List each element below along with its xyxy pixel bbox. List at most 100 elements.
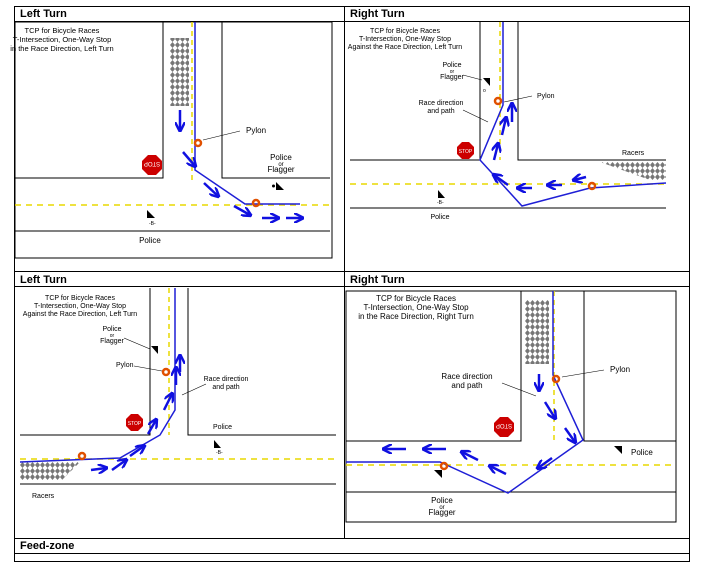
race-direction-label: Race direction and path [441,372,492,390]
road-edge [20,288,151,436]
pylon-label: Pylon [537,93,555,100]
caption-line: T-Intersection, One-Way Stop [13,35,112,44]
leader-line [462,74,483,81]
caption-line: TCP for Bicycle Races [25,26,100,35]
police-flagger-line: Police [270,153,292,162]
direction-arrow-icon [563,427,575,442]
police-flagger-line: or [110,333,115,339]
center-divider [344,6,345,538]
caption-line: Against the Race Direction, Left Turn [348,44,462,51]
stop-sign-icon: STOP [142,155,162,175]
leader-line [462,109,489,123]
police-flagger-line: Flagger [440,74,464,81]
direction-arrow-icon [146,420,156,435]
police-officer-icon [614,446,622,454]
row-divider-4 [14,538,690,539]
race-direction-line: and path [212,384,239,391]
pylon-icon [161,367,171,377]
row-divider-2 [14,271,690,272]
police-officer-icon [434,470,442,478]
leader-line [561,369,605,378]
direction-arrow-icon [462,452,479,462]
caption-line: TCP for Bicycle Races [370,28,440,35]
road-edge [15,22,164,179]
police-flagger-label: Police or Flagger [440,62,464,81]
race-direction-line: Race direction [204,376,249,383]
police-flagger-line: Flagger [100,338,124,345]
svg-text:-B-: -B- [149,221,156,227]
caption-line: T-Intersection, One-Way Stop [359,36,451,43]
police-officer-icon: -B- [437,190,445,206]
stop-sign-text: STOP [144,160,160,166]
svg-text:-B-: -B- [216,450,223,456]
pylon-label: Pylon [246,126,266,135]
leader-line [501,382,537,397]
row-divider-3 [14,286,690,287]
direction-arrow-icon [574,177,587,180]
diagram-caption: TCP for Bicycle Races T-Intersection, On… [358,294,474,321]
race-path [479,22,667,207]
police-flagger-label: Police or Flagger [428,496,455,517]
racers-hatch-icon [20,462,80,480]
caption-line: T-Intersection, One-Way Stop [34,303,126,310]
police-flagger-label: Police or Flagger [100,326,124,345]
direction-arrow-icon [490,466,507,476]
direction-arrow-icon [494,144,498,161]
police-label: Police [631,448,653,457]
caption-line: in the Race Direction, Right Turn [358,312,474,321]
police-flagger-line: or [439,505,444,511]
police-officer-icon: ο [483,78,490,94]
header-right-turn-bottom: Right Turn [350,274,405,286]
svg-text:ο: ο [483,88,486,94]
police-flagger-line: or [450,69,455,75]
direction-arrow-icon [538,456,553,468]
caption-line: TCP for Bicycle Races [376,294,456,303]
police-flagger-line: Police [442,62,461,69]
row-divider-5 [14,553,690,554]
direction-arrow-icon [162,394,172,411]
leader-line [123,337,151,350]
caption-line: TCP for Bicycle Races [45,295,115,302]
race-direction-line: and path [427,108,454,115]
race-path [194,22,300,205]
stop-sign-text: STOP [459,149,473,155]
stop-sign-icon: STOP [126,414,143,431]
pylon-icon [193,138,203,148]
race-direction-line: and path [451,381,482,390]
police-flagger-line: Flagger [267,165,294,174]
police-flagger-line: Flagger [428,508,455,517]
caption-line: in the Race Direction, Left Turn [10,44,113,53]
pylon-icon [493,96,503,106]
racers-hatch-icon [600,162,666,180]
race-direction-line: Race direction [419,100,464,107]
stop-sign-text: STOP [496,422,512,428]
road-edge [346,291,522,442]
diagram-caption: TCP for Bicycle Races T-Intersection, On… [10,26,113,53]
police-flagger-line: Police [102,326,121,333]
leader-line [181,383,207,396]
pylon-icon [587,181,597,191]
header-right-turn-top: Right Turn [350,8,405,20]
caption-line: Against the Race Direction, Left Turn [23,311,137,318]
race-direction-label: Race direction and path [204,376,249,391]
pylon-label: Pylon [610,365,630,374]
pylon-icon [77,451,87,461]
leader-line [202,130,241,141]
diagram-right-turn-against-direction: Pylon Race direction and path Police or … [348,22,667,221]
table-frame [14,6,690,562]
police-officer-icon: -B- [147,210,156,227]
police-officer-icon: -B- [214,440,223,456]
racers-hatch-icon [170,38,189,106]
pylon-icon [439,461,449,471]
caption-line: T-Intersection, One-Way Stop [363,303,469,312]
road-edge [187,288,336,436]
direction-arrow-icon [502,118,506,136]
direction-arrow-icon [203,182,218,196]
police-label: Police [213,424,232,431]
direction-arrow-icon [111,460,126,472]
police-label: Police [139,236,161,245]
road-edge [583,291,676,442]
stop-sign-icon: STOP [457,142,474,159]
diagram-caption: TCP for Bicycle Races T-Intersection, On… [348,28,462,51]
